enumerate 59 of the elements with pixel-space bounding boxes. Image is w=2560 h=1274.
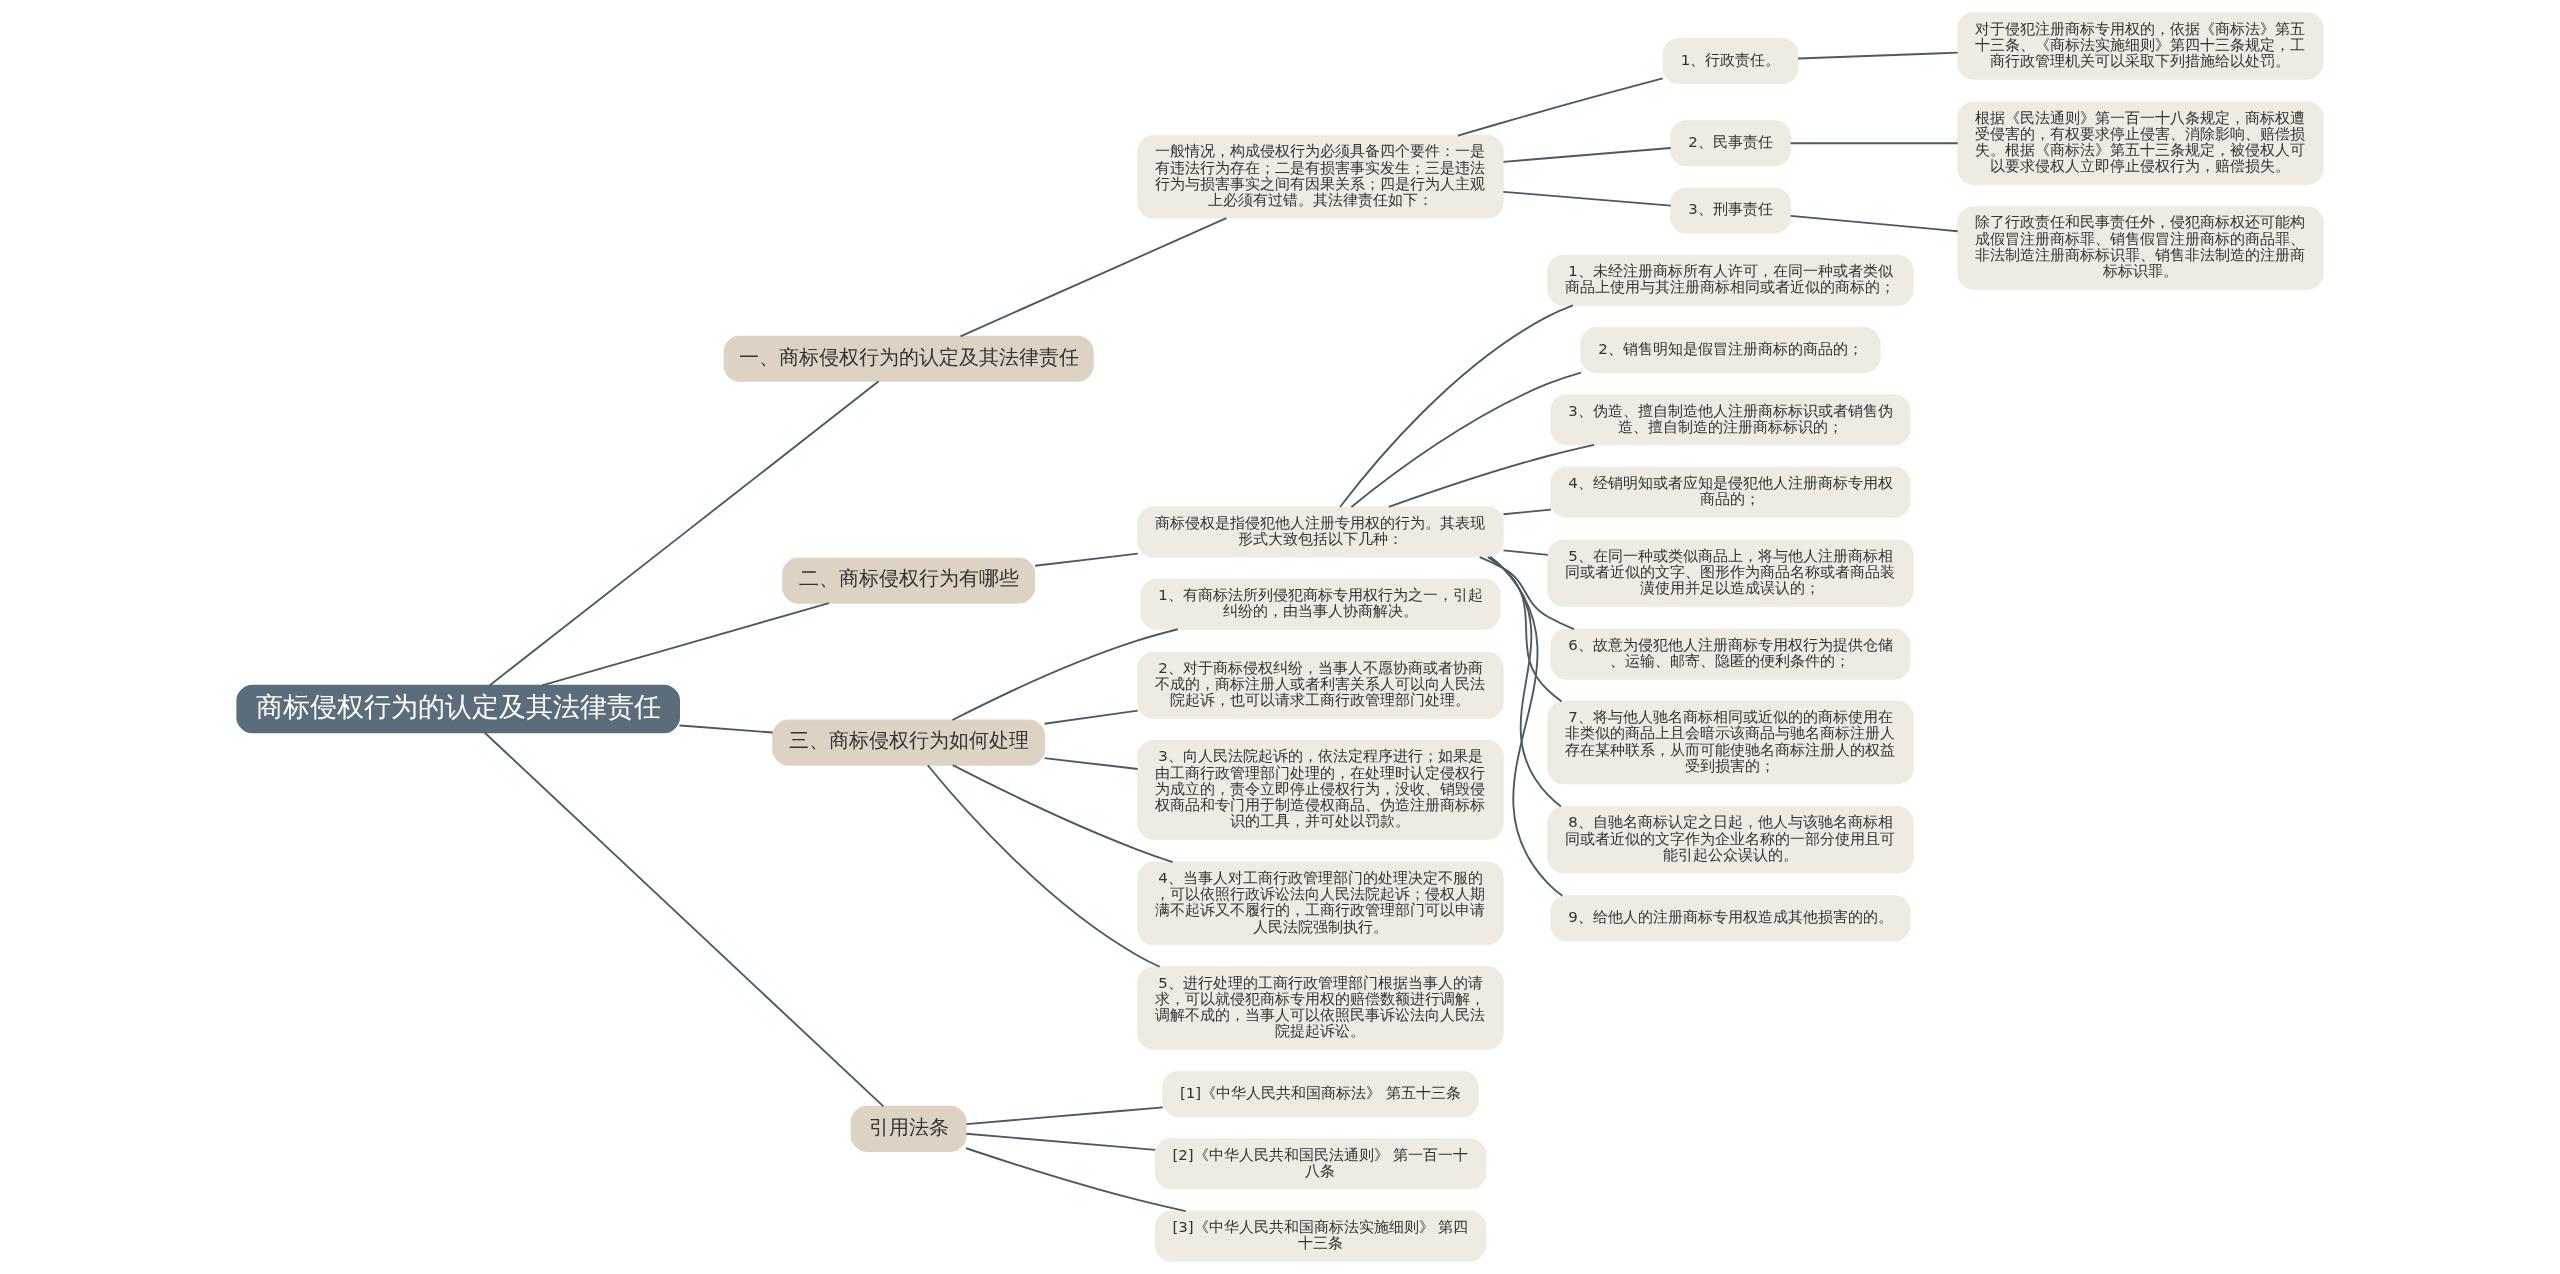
connector [951, 628, 1179, 721]
connector [926, 764, 1161, 968]
connector [1456, 77, 1664, 137]
node-box: [2]《中华人民共和国民法通则》 第一百一十八条 [1154, 1138, 1487, 1190]
connector [1789, 142, 1959, 145]
node-box: 商标侵权行为的认定及其法律责任 [236, 684, 680, 734]
node-box: 除了行政责任和民事责任外，侵犯商标权还可能构成假冒注册商标罪、销售假冒注册商标的商品罪、非法制造注册商标标识罪、销售非法制造的注册商标标识罪。 [1957, 206, 2324, 290]
connector [1043, 757, 1139, 770]
node-box: [1]《中华人民共和国商标法》 第五十三条 [1162, 1070, 1479, 1118]
node-box: 二、商标侵权行为有哪些 [782, 557, 1036, 604]
node-box: 一、商标侵权行为的认定及其法律责任 [723, 335, 1094, 382]
connector [1339, 304, 1574, 508]
node-box: 9、给他人的注册商标专用权造成其他损害的的。 [1550, 895, 1911, 942]
connector [541, 602, 830, 687]
connector [1350, 371, 1582, 508]
connector [678, 724, 774, 734]
node-box: 3、伪造、擅自制造他人注册商标标识或者销售伪造、擅自制造的注册商标标识的； [1550, 394, 1911, 446]
connector [488, 380, 880, 687]
connector [1488, 556, 1562, 808]
node-box: 5、进行处理的工商行政管理部门根据当事人的请求，可以就侵犯商标专用权的赔偿数额进行调解，调解不成的，当事人可以依照民事诉讼法向人民法院提起诉讼。 [1137, 966, 1504, 1050]
connector [965, 1106, 1164, 1126]
node-box: 商标侵权是指侵犯他人注册专用权的行为。其表现形式大致包括以下几种： [1137, 506, 1504, 558]
node-box: 3、刑事责任 [1670, 187, 1791, 234]
node-box: 3、向人民法院起诉的，依法定程序进行；如果是由工商行政管理部门处理的，在处理时认定侵权行为成立的，责令立即停止侵权行为，没收、销毁侵权商品和专门用于制造侵权商品、伪造注册商标标识的工具，并可处以罚款。 [1137, 740, 1504, 840]
node-box: 2、对于商标侵权纠纷，当事人不愿协商或者协商不成的，商标注册人或者利害关系人可以向人民法院起诉，也可以请求工商行政管理部门处理。 [1137, 651, 1504, 719]
node-box: 三、商标侵权行为如何处理 [772, 719, 1046, 766]
node-box: [3]《中华人民共和国商标法实施细则》 第四十三条 [1154, 1210, 1487, 1262]
node-box: 引用法条 [850, 1105, 967, 1152]
connector [1797, 51, 1959, 60]
node-box: 4、经销明知或者应知是侵犯他人注册商标专用权商品的； [1550, 466, 1911, 518]
node-box: 对于侵犯注册商标专用权的，依据《商标法》第五十三条、《商标法实施细则》第四十三条规定，工商行政管理机关可以采取下列措施给以处罚。 [1957, 12, 2324, 80]
node-box: 根据《民法通则》第一百一十八条规定，商标权遭受侵害的，有权要求停止侵害、消除影响、赔偿损失。根据《商标法》第五十三条规定，被侵权人可以要求侵权人立即停止侵权行为，赔偿损失。 [1957, 101, 2324, 185]
connector [1489, 556, 1564, 897]
node-box: 7、将与他人驰名商标相同或近似的的商标使用在非类似的商品上且会暗示该商品与驰名商标注册人存在某种联系，从而可能使驰名商标注册人的权益受到损害的； [1547, 700, 1914, 785]
node-box: 2、销售明知是假冒注册商标的商品的； [1580, 327, 1881, 374]
node-box: 6、故意为侵犯他人注册商标专用权行为提供仓储、运输、邮寄、隐匿的便利条件的； [1550, 628, 1911, 680]
node-box: 1、未经注册商标所有人许可，在同一种或者类似商品上使用与其注册商标相同或者近似的商标的； [1547, 254, 1914, 306]
node-box: 一般情况，构成侵权行为必须具备四个要件：一是有违法行为存在；二是有损害事实发生；三是违法行为与损害事实之间有因果关系；四是行为人主观上必须有过错。其法律责任如下： [1137, 135, 1504, 219]
connector [483, 731, 885, 1108]
connector [965, 1147, 1187, 1213]
connector [1789, 214, 1959, 233]
connector [959, 217, 1228, 338]
connector [1502, 190, 1672, 207]
connector [1478, 556, 1575, 630]
connector [1034, 552, 1139, 567]
node-box: 1、行政责任。 [1662, 37, 1799, 85]
node-box: 2、民事责任 [1670, 120, 1791, 167]
connector [951, 764, 1174, 864]
connector [1502, 147, 1672, 163]
connector [1502, 549, 1549, 556]
node-box: 1、有商标法所列侵犯商标专用权行为之一，引起纠纷的，由当事人协商解决。 [1140, 578, 1501, 630]
connector [1502, 508, 1552, 516]
node-box: 4、当事人对工商行政管理部门的处理决定不服的，可以依照行政诉讼法向人民法院起诉；侵权人期满不起诉又不履行的，工商行政管理部门可以申请人民法院强制执行。 [1137, 861, 1504, 946]
connector [1387, 443, 1596, 508]
connector [965, 1132, 1157, 1151]
connector [1486, 556, 1563, 703]
connector [1043, 709, 1139, 725]
node-box: 8、自驰名商标认定之日起，他人与该驰名商标相同或者近似的文字作为企业名称的一部分使用且可能引起公众误认的。 [1547, 806, 1914, 874]
node-box: 5、在同一种或类似商品上，将与他人注册商标相同或者近似的文字、图形作为商品名称或者商品装潢使用并足以造成误认的； [1547, 539, 1914, 607]
